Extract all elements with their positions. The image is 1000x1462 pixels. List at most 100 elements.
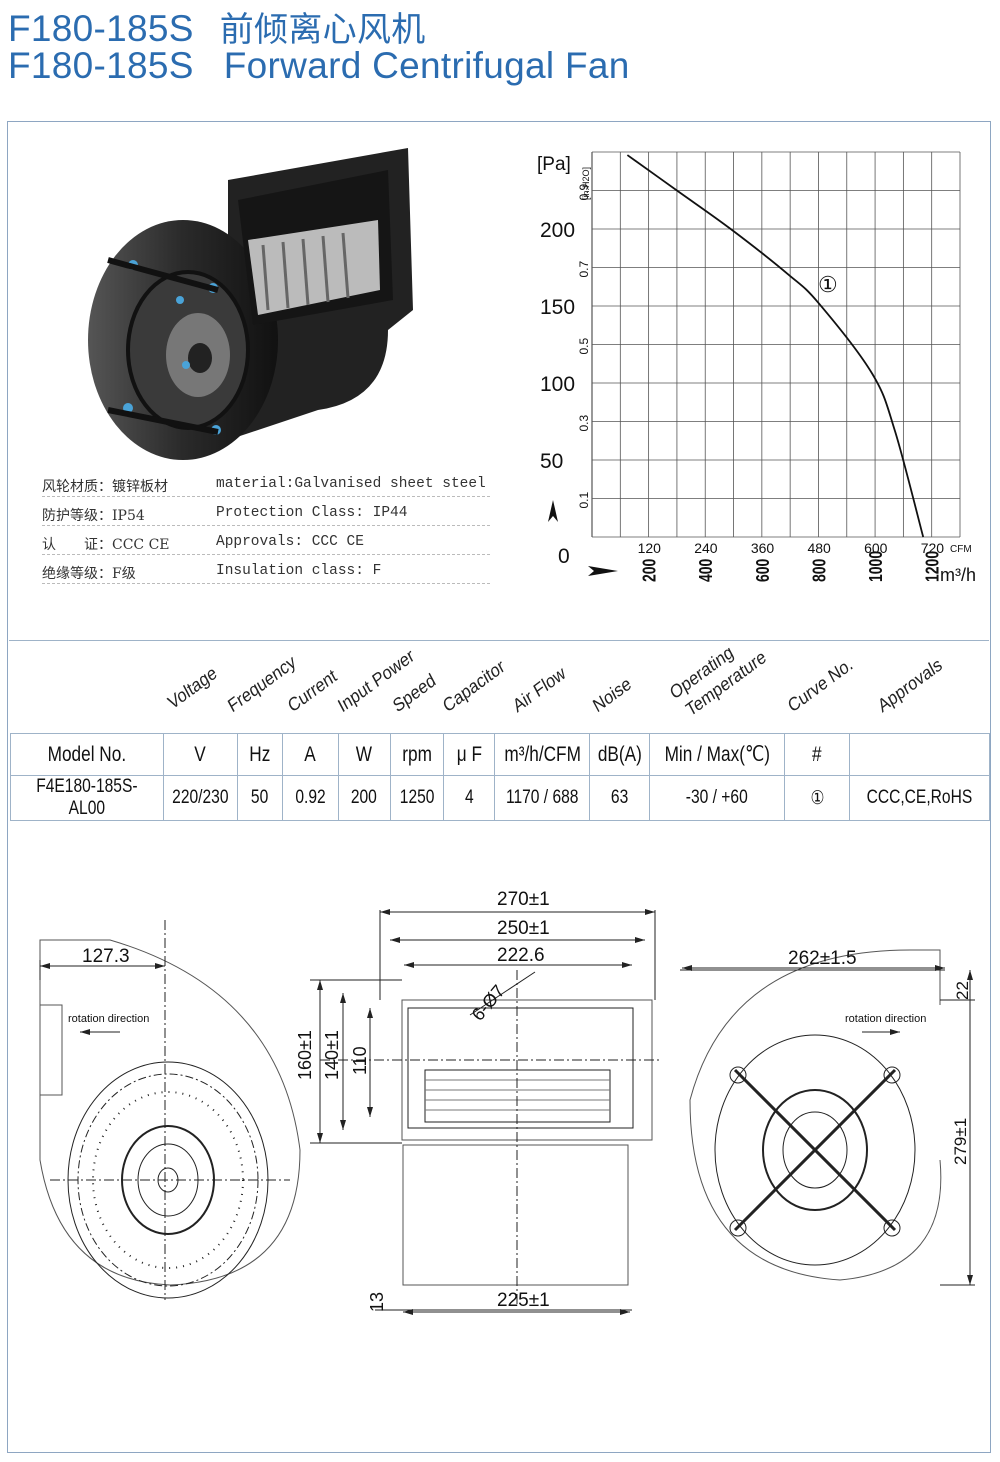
spec-en: Approvals: CCC CE — [216, 534, 364, 550]
y-axis-label-secondary: [in.H2O] — [581, 167, 591, 200]
cell-value: 50 — [251, 787, 269, 808]
x-tick-cfm: 480 — [807, 540, 831, 556]
spec-zh: 绝缘等级：F级 — [42, 566, 136, 582]
unit-label: Min / Max(℃) — [664, 743, 770, 766]
x-tick-cfm: 360 — [751, 540, 775, 556]
data-cell: F4E180-185S-AL00 — [10, 775, 164, 821]
cell-value: 200 — [351, 787, 378, 808]
title-zh-line: F180-185S 前倾离心风机 — [8, 2, 426, 51]
cell-value: CCC,CE,RoHS — [866, 787, 973, 808]
unit-label: W — [355, 742, 373, 766]
unit-label: Hz — [249, 742, 271, 766]
spec-row: 认 证：CCC CE Approvals: CCC CE — [42, 526, 490, 555]
x-tick-m3h: 200 — [640, 559, 660, 582]
dim-262: 262±1.5 — [788, 948, 857, 969]
y-tick-pa: 50 — [540, 450, 563, 473]
dim-140: 140±1 — [322, 1030, 342, 1080]
unit-cell: Model No. — [10, 733, 164, 776]
x-tick-m3h: 1200 — [923, 551, 943, 582]
fan-photo — [88, 148, 413, 460]
data-cell: ① — [784, 775, 850, 821]
unit-cell: μ F — [443, 733, 496, 776]
model-name: F180-185S — [8, 8, 194, 49]
y-tick-inh2o: 0.5 — [577, 337, 591, 354]
unit-cell: A — [281, 733, 339, 776]
spec-zh: 防护等级：IP54 — [42, 508, 145, 524]
x-tick-m3h: 1000 — [866, 551, 886, 582]
cell-value: 1170 / 688 — [506, 787, 579, 808]
y-tick-pa: 150 — [540, 296, 575, 319]
unit-cell: W — [337, 733, 391, 776]
data-cell: -30 / +60 — [649, 775, 786, 821]
y-axis-label: [Pa] — [537, 154, 571, 175]
unit-label: m³/h/CFM — [504, 742, 581, 766]
dim-270: 270±1 — [497, 889, 550, 910]
unit-label: Model No. — [47, 742, 127, 766]
unit-label: μ F — [456, 742, 483, 766]
dim-holes: 6-Ø7 — [468, 981, 509, 1025]
cell-value: -30 / +60 — [686, 787, 749, 808]
unit-cell: # — [784, 733, 850, 776]
y-tick-pa: 100 — [540, 373, 575, 396]
data-cell: 200 — [337, 775, 391, 821]
data-cell: CCC,CE,RoHS — [848, 775, 991, 821]
x-axis-label-secondary: CFM — [950, 544, 972, 555]
dim-160: 160±1 — [295, 1030, 315, 1080]
cell-value: 0.92 — [294, 787, 326, 808]
performance-curve — [626, 154, 925, 538]
side-view: 270±1 250±1 222.6 6-Ø7 160±1 140±1 110 1… — [295, 889, 660, 1315]
spec-row: 绝缘等级：F级 Insulation class: F — [42, 555, 490, 584]
x-tick-cfm: 240 — [694, 540, 718, 556]
dim-225: 225±1 — [497, 1290, 550, 1311]
x-tick-m3h: 600 — [753, 559, 773, 582]
front-view: 127.3 rotation direction — [39, 920, 301, 1300]
spec-en: Insulation class: F — [216, 563, 382, 579]
unit-label: rpm — [402, 742, 432, 766]
unit-label: # — [812, 742, 822, 766]
data-cell: 0.92 — [281, 775, 339, 821]
x-tick-cfm: 120 — [638, 540, 662, 556]
data-cell: 1170 / 688 — [494, 775, 591, 821]
y-arrow-icon — [548, 500, 558, 522]
spec-zh: 认 证：CCC CE — [42, 537, 170, 553]
unit-cell: V — [162, 733, 238, 776]
x-tick-m3h: 800 — [810, 559, 830, 582]
dim-222: 222.6 — [497, 945, 545, 966]
unit-cell: m³/h/CFM — [494, 733, 591, 776]
data-cell: 1250 — [389, 775, 445, 821]
data-cell: 4 — [443, 775, 496, 821]
dim-110: 110 — [350, 1046, 370, 1075]
rotation-label: rotation direction — [68, 1013, 149, 1025]
y-tick-pa: 0 — [558, 545, 570, 568]
cell-value: 1250 — [399, 787, 435, 808]
datasheet-frame — [7, 121, 991, 1453]
back-view: 262±1.5 22 279±1 rotation direction — [680, 948, 975, 1286]
title-zh: 前倾离心风机 — [219, 10, 426, 50]
title-en: Forward Centrifugal Fan — [223, 45, 630, 86]
y-tick-inh2o: 0.3 — [577, 414, 591, 431]
y-tick-inh2o: 0.7 — [577, 260, 591, 277]
cell-value: 220/230 — [172, 787, 229, 808]
data-cell: 63 — [589, 775, 651, 821]
x-arrow-icon — [588, 566, 618, 576]
x-tick-cfm: 600 — [864, 540, 888, 556]
unit-label: A — [304, 742, 316, 766]
unit-label: V — [194, 742, 206, 766]
unit-cell: rpm — [389, 733, 445, 776]
spec-en: material:Galvanised sheet steel — [216, 476, 486, 492]
unit-label: dB(A) — [597, 742, 642, 766]
spec-zh: 风轮材质：镀锌板材 — [42, 479, 168, 495]
spec-row: 风轮材质：镀锌板材 material:Galvanised sheet steel — [42, 468, 490, 497]
section-divider — [9, 640, 989, 641]
y-tick-inh2o: 0.1 — [577, 491, 591, 508]
x-tick-cfm: 720 — [921, 540, 945, 556]
dimension-drawing: 127.3 rotation direction 270±1 250±1 222… — [39, 889, 975, 1315]
unit-cell: dB(A) — [589, 733, 651, 776]
unit-cell — [848, 733, 991, 776]
unit-cell: Hz — [236, 733, 283, 776]
